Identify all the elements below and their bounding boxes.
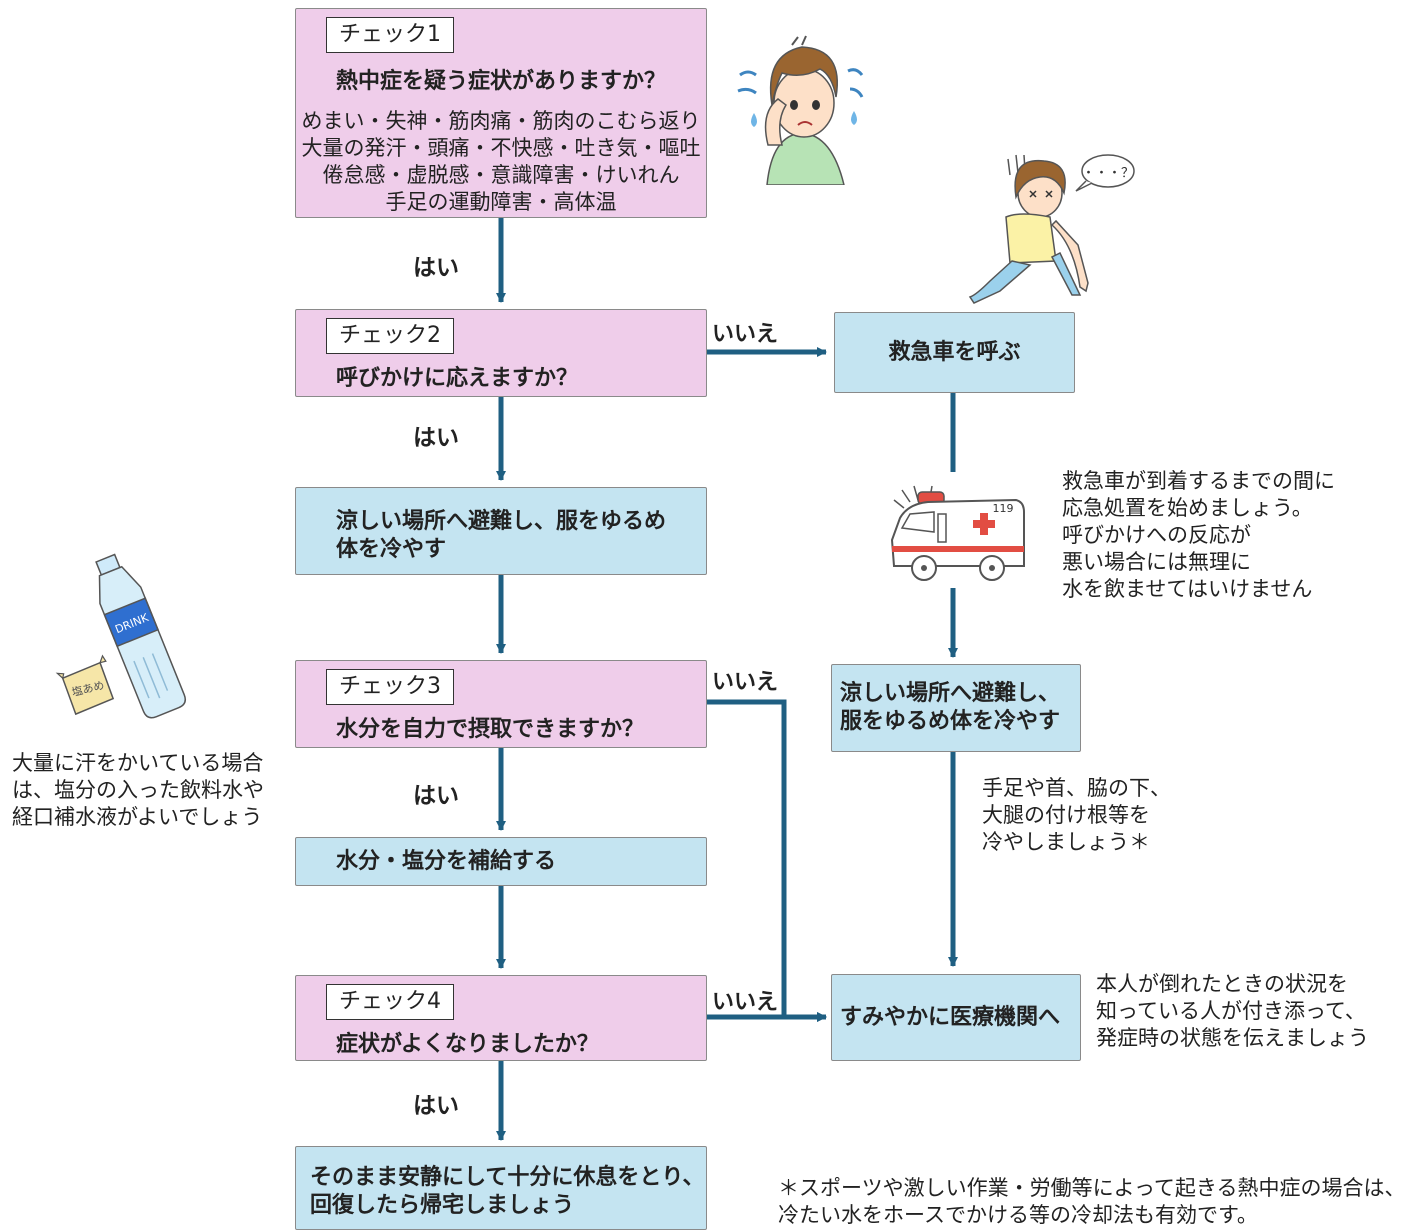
check2-question: 呼びかけに応えますか？ bbox=[336, 366, 579, 391]
no-label: いいえ bbox=[712, 990, 779, 1015]
check2-tag: チェック2 bbox=[326, 318, 454, 354]
cool-body-right-box: 涼しい場所へ避難し、 服をゆるめ体を冷やす bbox=[831, 664, 1081, 752]
check3-tag: チェック3 bbox=[326, 669, 454, 705]
cool-body-right-line: 涼しい場所へ避難し、 bbox=[840, 681, 1061, 706]
check4-tag: チェック4 bbox=[326, 984, 454, 1020]
hospital-label: すみやかに医療機関へ bbox=[840, 1004, 1061, 1030]
rest-line: そのまま安静にして十分に休息をとり、 bbox=[310, 1165, 705, 1190]
check1-question: 熱中症を疑う症状がありますか？ bbox=[336, 69, 667, 94]
ambulance-note: 救急車が到着するまでの間に 応急処置を始めましょう。 呼びかけへの反応が 悪い場… bbox=[1062, 469, 1335, 601]
sweating-person-illustration bbox=[737, 35, 864, 185]
hospital-note: 本人が倒れたときの状況を 知っている人が付き添って、 発症時の状態を伝えましょう bbox=[1096, 972, 1369, 1050]
speech-bubble-text: ・・・？ bbox=[1082, 166, 1134, 181]
hydrate-label: 水分・塩分を補給する bbox=[336, 848, 557, 874]
arrow-check3-to-hospital bbox=[707, 699, 827, 1022]
sweat-note: 大量に汗をかいている場合 は、塩分の入った飲料水や 経口補水液がよいでしょう bbox=[12, 751, 264, 829]
drink-bottle-illustration: DRINK 塩あめ bbox=[55, 553, 187, 719]
rest-box: そのまま安静にして十分に休息をとり、 回復したら帰宅しましょう bbox=[295, 1146, 707, 1230]
yes-label: はい bbox=[413, 1093, 459, 1119]
symptom-line: 手足の運動障害・高体温 bbox=[385, 190, 617, 214]
ambulance-illustration: 119 bbox=[890, 485, 1025, 581]
symptom-line: 倦怠感・虚脱感・意識障害・けいれん bbox=[322, 163, 680, 187]
yes-label: はい bbox=[413, 783, 459, 809]
check1-tag: チェック1 bbox=[326, 17, 454, 53]
check3-box: チェック3 水分を自力で摂取できますか？ bbox=[295, 660, 707, 748]
check1-symptoms: めまい・失神・筋肉痛・筋肉のこむら返り 大量の発汗・頭痛・不快感・吐き気・嘔吐 … bbox=[296, 108, 706, 216]
cool-body-right-line: 服をゆるめ体を冷やす bbox=[840, 709, 1061, 734]
hydrate-box: 水分・塩分を補給する bbox=[295, 837, 707, 886]
call-ambulance-label: 救急車を呼ぶ bbox=[888, 339, 1021, 365]
cool-body-line: 涼しい場所へ避難し、服をゆるめ bbox=[336, 509, 667, 534]
call-ambulance-box: 救急車を呼ぶ bbox=[834, 312, 1075, 393]
check4-box: チェック4 症状がよくなりましたか？ bbox=[295, 975, 707, 1061]
footnote: ＊スポーツや激しい作業・労働等によって起きる熱中症の場合は、 冷たい水をホースで… bbox=[778, 1176, 1406, 1227]
yes-label: はい bbox=[413, 425, 459, 451]
yes-label: はい bbox=[413, 255, 459, 281]
no-label: いいえ bbox=[712, 670, 779, 695]
cooling-note: 手足や首、脇の下、 大腿の付け根等を 冷やしましょう＊ bbox=[982, 776, 1171, 854]
check1-box: チェック1 熱中症を疑う症状がありますか？ めまい・失神・筋肉痛・筋肉のこむら返… bbox=[295, 8, 707, 218]
hospital-box: すみやかに医療機関へ bbox=[831, 974, 1081, 1061]
cool-body-line: 体を冷やす bbox=[336, 537, 447, 562]
no-label: いいえ bbox=[712, 322, 779, 347]
check4-question: 症状がよくなりましたか？ bbox=[336, 1032, 599, 1057]
symptom-line: めまい・失神・筋肉痛・筋肉のこむら返り bbox=[301, 109, 701, 133]
dizzy-person-illustration: ・・・？ bbox=[968, 154, 1135, 304]
rest-line: 回復したら帰宅しましょう bbox=[310, 1193, 575, 1218]
check2-box: チェック2 呼びかけに応えますか？ bbox=[295, 309, 707, 397]
symptom-line: 大量の発汗・頭痛・不快感・吐き気・嘔吐 bbox=[301, 136, 701, 160]
cool-body-box: 涼しい場所へ避難し、服をゆるめ 体を冷やす bbox=[295, 487, 707, 575]
ambulance-number: 119 bbox=[993, 502, 1014, 515]
check3-question: 水分を自力で摂取できますか？ bbox=[336, 717, 645, 742]
